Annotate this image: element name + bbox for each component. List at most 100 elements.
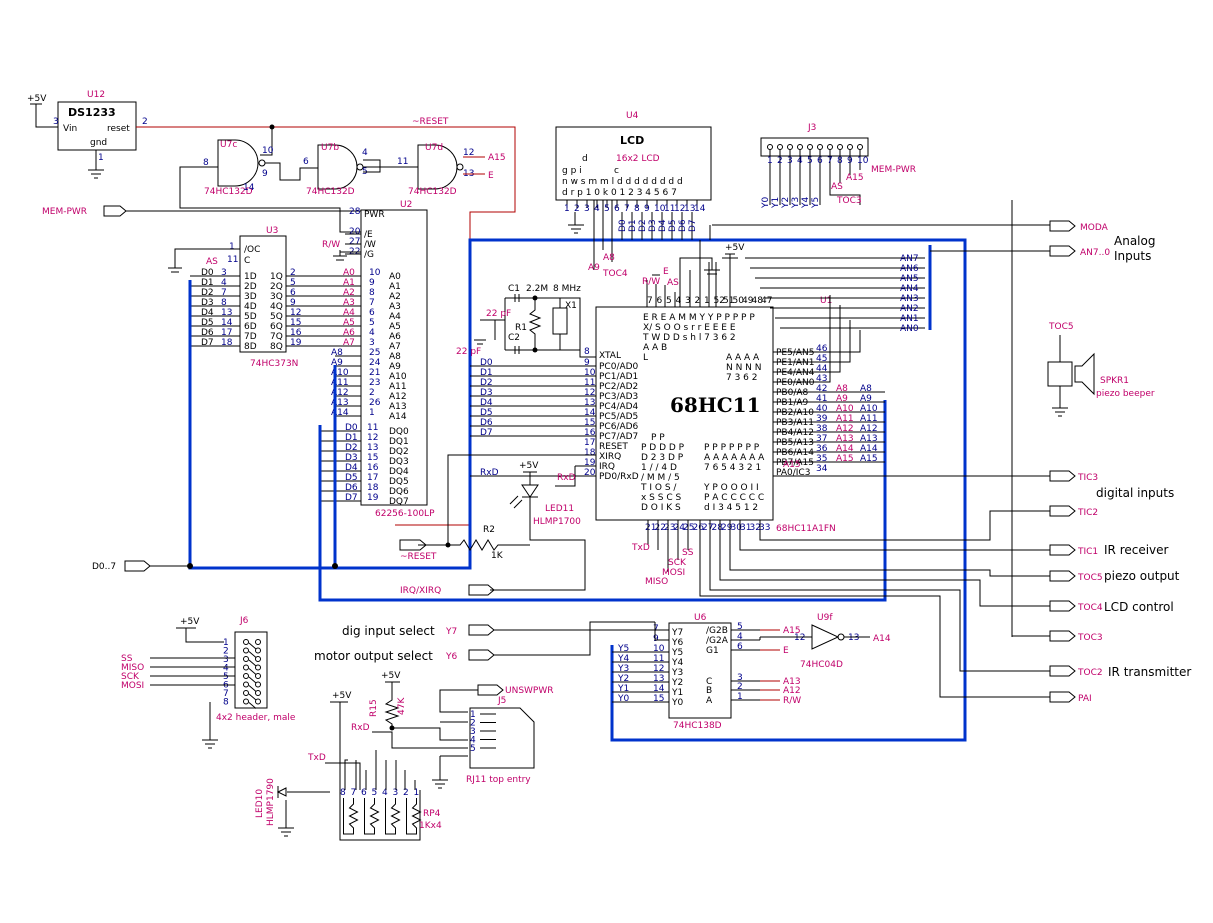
u1-part: 68HC11A1FN — [776, 524, 836, 534]
unswpwr-label: UNSWPWR — [505, 686, 554, 696]
u1-right-name: PB3/A11 — [776, 418, 814, 428]
u1-top-pin: 7 — [647, 296, 653, 306]
u6-in-pin: 3 — [737, 673, 743, 683]
u3-in-net: D4 — [201, 308, 214, 318]
u3-ref: U3 — [266, 226, 278, 236]
u1-left-name: PC1/AD1 — [599, 372, 638, 382]
rxd-j5: RxD — [351, 723, 370, 733]
r15-ref: R15 — [369, 699, 379, 717]
u6-out-pin: 11 — [653, 654, 664, 664]
u2-data-name: DQ5 — [389, 477, 409, 487]
u2-data-name: DQ2 — [389, 447, 409, 457]
r1-ref: R1 — [515, 323, 527, 333]
u7d-p11: 11 — [397, 157, 408, 167]
u6-out-pin: 10 — [653, 644, 665, 654]
u1-bot-n7: x S S C S — [641, 493, 681, 503]
lcd-data: D3 — [648, 219, 658, 232]
u2-data-net: D5 — [345, 473, 358, 483]
u2-addr-net: A14 — [331, 408, 349, 418]
j6-ref: J6 — [239, 616, 249, 626]
u1-right-pin: 44 — [816, 364, 828, 374]
j3-pin: 6 — [817, 156, 823, 166]
u3-q-name: 7Q — [270, 332, 283, 342]
lcd-data: D6 — [678, 219, 688, 232]
u1-bot-n4: 1 / / 4 D — [641, 463, 677, 473]
flag-toc3: TOC3 — [1077, 633, 1103, 643]
u2-addr-pin: 8 — [369, 288, 375, 298]
u3-out-pin: 6 — [290, 288, 296, 298]
u6-in-pin: 2 — [737, 682, 743, 692]
rp4-pin: 6 — [361, 788, 367, 798]
dig-input-select-label: dig input select — [342, 624, 435, 638]
flag-tic3: TIC3 — [1077, 473, 1098, 483]
u1-mosi: MOSI — [662, 568, 685, 578]
u1-top-names-7: N N N N — [726, 363, 762, 373]
an-net: AN2 — [900, 304, 919, 314]
an-label: AN7..0 — [1080, 248, 1110, 258]
u1-right-pin: 41 — [816, 394, 827, 404]
c1-ref: C1 — [508, 284, 520, 294]
u1-bot-pin: 21 — [645, 523, 656, 533]
u1-as: AS — [667, 278, 679, 288]
u2-data-pin: 17 — [367, 473, 378, 483]
u2-data-net: D1 — [345, 433, 358, 443]
u1-right-bus: A11 — [860, 414, 878, 424]
u1-ref: U1 — [820, 296, 832, 306]
u7c-ref: U7c — [220, 140, 237, 150]
u6-in-pin: 5 — [737, 622, 743, 632]
u6-out-pin: 14 — [653, 684, 665, 694]
u2-data-net: D0 — [345, 423, 358, 433]
u2-addr-net: A13 — [331, 398, 349, 408]
u7d-part: 74HC132D — [408, 187, 457, 197]
u1-left-pin: 9 — [584, 358, 590, 368]
rp4-pin: 2 — [403, 788, 409, 798]
u1-left-name: IRQ — [599, 462, 615, 472]
u2-data-pin: 18 — [367, 483, 379, 493]
lcd-pin: 2 — [574, 204, 580, 214]
u1-top-pin: 6 — [657, 296, 663, 306]
u1-right-pin: 40 — [816, 404, 828, 414]
u2-addr-name: A1 — [389, 282, 401, 292]
u3-in-net: D2 — [201, 288, 214, 298]
an-net: AN4 — [900, 284, 919, 294]
u7c-nand: U7c 74HC132D 8 10 9 14 — [203, 139, 274, 197]
u6-in-name: A — [706, 696, 713, 706]
u2-data-pin: 11 — [367, 423, 378, 433]
u2-ctrl-name: PWR — [364, 210, 385, 220]
rp4-pin: 1 — [414, 788, 420, 798]
u2-addr-name: A0 — [389, 272, 401, 282]
u9f-a14: A14 — [873, 634, 891, 644]
u1-ss: SS — [682, 548, 694, 558]
j6-net: SCK — [121, 672, 140, 682]
an-net: AN3 — [900, 294, 919, 304]
crystal-circuit: C1 2.2M 8 MHz 22 pF R1 C2 22 pF X1 — [456, 284, 596, 358]
u6-in-net: R/W — [783, 696, 801, 706]
u1-a15: A15 — [783, 460, 801, 470]
led10-ref: LED10 — [255, 789, 265, 818]
u1-left-net: D1 — [480, 368, 493, 378]
u1-right-bus: A12 — [860, 424, 878, 434]
u2-data-net: D6 — [345, 483, 358, 493]
j3-net: Y0 — [761, 197, 771, 209]
u1-right-pin: 39 — [816, 414, 828, 424]
j3-net: Y4 — [801, 197, 811, 209]
u3-in-pin: 18 — [221, 338, 233, 348]
u6-out-net: Y2 — [617, 674, 629, 684]
u2-addr-pin: 5 — [369, 318, 375, 328]
svg-text:/OC: /OC — [244, 245, 260, 255]
u2-addr-name: A14 — [389, 412, 407, 422]
u9f-p13: 13 — [848, 633, 859, 643]
u2-data-name: DQ3 — [389, 457, 409, 467]
txd-j5: TxD — [307, 753, 326, 763]
an-net: AN7 — [900, 254, 919, 264]
u2-ctrl-name: /W — [364, 240, 376, 250]
u6-out-name: Y4 — [671, 658, 683, 668]
u1-bot-pin: 26 — [693, 523, 705, 533]
